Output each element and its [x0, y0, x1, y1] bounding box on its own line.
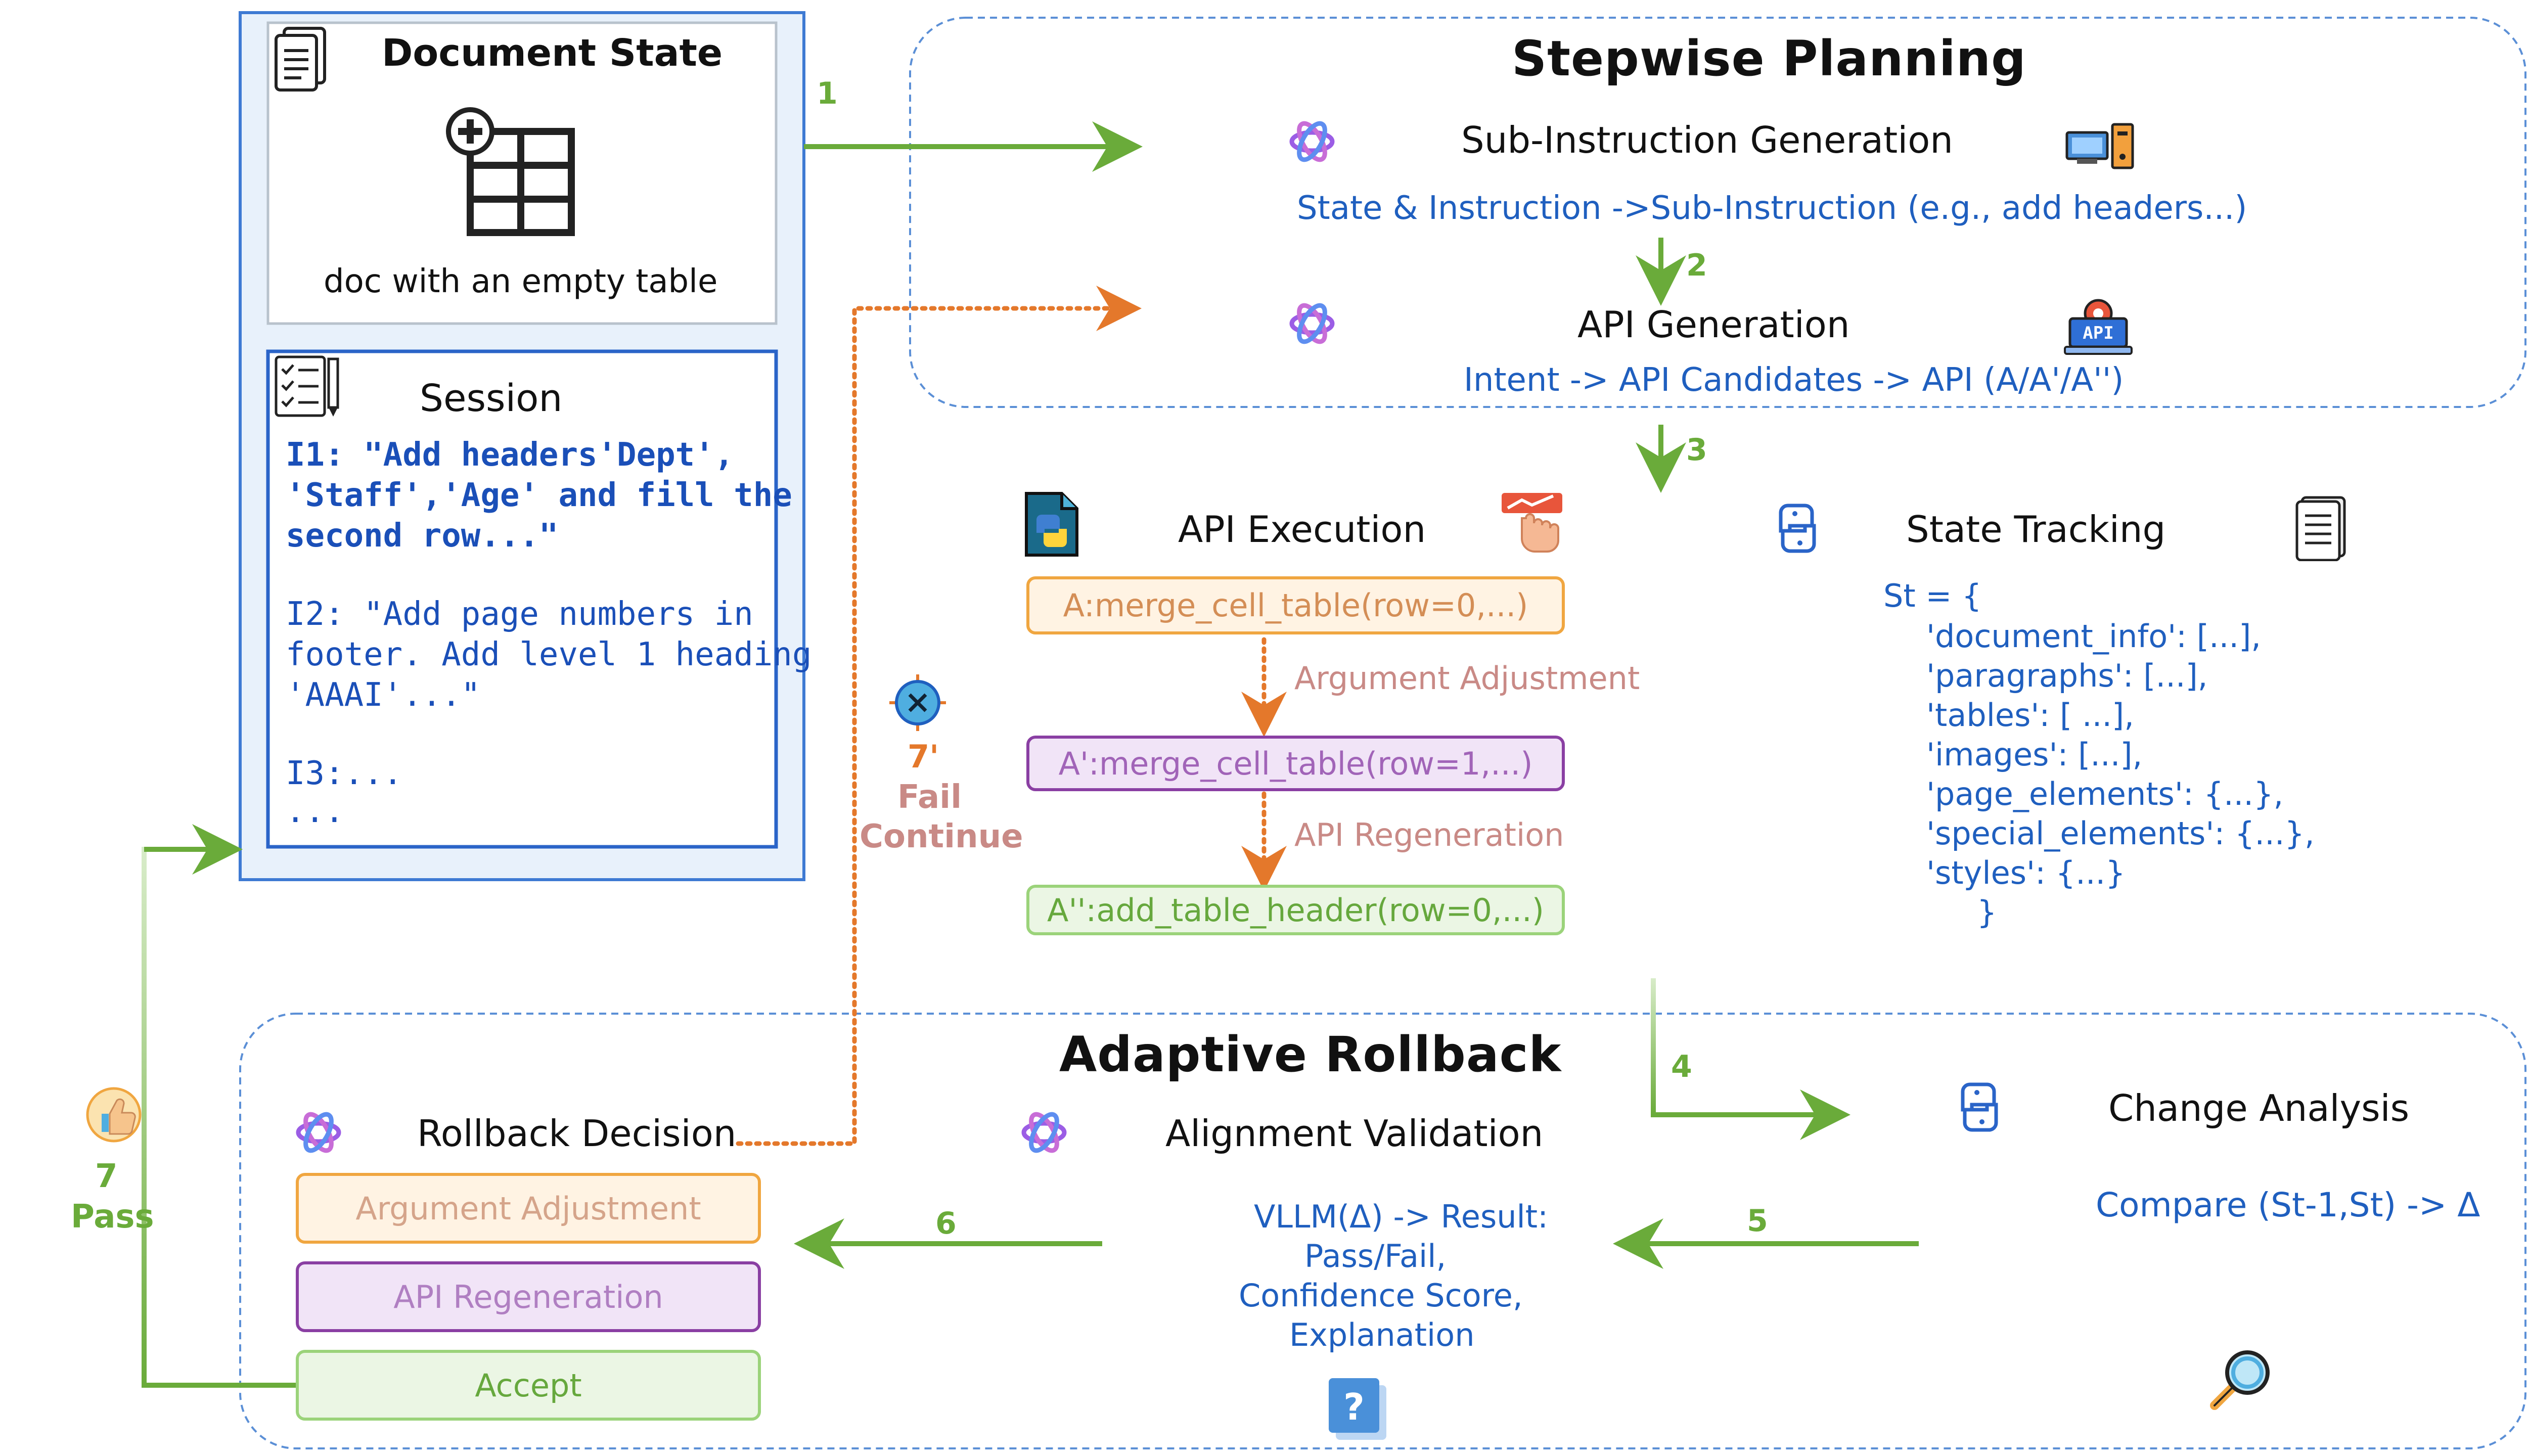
alignment-line-4: Explanation: [1289, 1316, 1475, 1353]
stepwise-planning-panel: [909, 17, 2526, 408]
pass-step-label: 7: [95, 1158, 118, 1195]
document-icon: [273, 26, 329, 92]
touch-chart-icon: [1497, 488, 1567, 559]
svg-text:API: API: [2083, 323, 2113, 343]
openai-logo-icon: [1284, 114, 1340, 169]
sub-instruction-title: Sub-Instruction Generation: [1461, 119, 1953, 161]
state-entry-3: 'tables': [ ...],: [1926, 697, 2134, 734]
alignment-line-2: Pass/Fail,: [1304, 1238, 1447, 1275]
session-line-3: second row...": [286, 517, 559, 555]
alignment-validation-title: Alignment Validation: [1165, 1112, 1544, 1155]
api-generation-title: API Generation: [1577, 303, 1850, 346]
rollback-decision-title: Rollback Decision: [417, 1112, 737, 1155]
api-call-a-double-prime: A'':add_table_header(row=0,...): [1026, 885, 1565, 935]
state-tracking-title: State Tracking: [1906, 508, 2166, 551]
arrow-step-7-fail: [736, 286, 1142, 1146]
checklist-pen-icon: [273, 354, 344, 420]
state-entry-5: 'page_elements': {...},: [1926, 776, 2284, 812]
pass-label: Pass: [71, 1198, 154, 1236]
state-entry-1: 'document_info': [...],: [1926, 618, 2261, 655]
state-head: St = {: [1883, 576, 1981, 616]
openai-logo-icon-3: [291, 1105, 346, 1160]
change-analysis-title: Change Analysis: [2108, 1087, 2410, 1129]
session-line-6: 'AAAI'...": [286, 676, 481, 714]
openai-logo-icon-4: [1016, 1105, 1072, 1160]
state-entry-6: 'special_elements': {...},: [1926, 815, 2315, 852]
session-line-7: I3:...: [286, 755, 403, 792]
api-regeneration-label: API Regeneration: [1294, 816, 1564, 853]
adaptive-rollback-title: Adaptive Rollback: [1059, 1026, 1562, 1083]
session-line-5: footer. Add level 1 heading: [286, 636, 812, 673]
step-2-label: 2: [1686, 248, 1707, 283]
notes-icon: [2293, 495, 2349, 562]
session-title: Session: [420, 377, 563, 420]
document-state-caption: doc with an empty table: [324, 263, 718, 300]
python-file-icon: [1021, 490, 1082, 559]
state-entry-4: 'images': [...],: [1926, 736, 2143, 773]
alignment-line-1: VLLM(Δ) -> Result:: [1254, 1198, 1548, 1235]
api-execution-title: API Execution: [1178, 508, 1426, 551]
svg-text:?: ?: [1343, 1386, 1365, 1428]
step-4-label: 4: [1671, 1049, 1692, 1084]
state-entry-2: 'paragraphs': [...],: [1926, 657, 2208, 694]
step-1-label: 1: [817, 76, 838, 111]
document-state-title: Document State: [382, 31, 723, 75]
alignment-line-3: Confidence Score,: [1239, 1277, 1523, 1314]
state-head-text: St = {: [1883, 577, 1982, 614]
continue-label: Continue: [860, 818, 1023, 855]
api-call-a-prime: A':merge_cell_table(row=1,...): [1026, 736, 1565, 791]
argument-adjustment-label: Argument Adjustment: [1294, 660, 1640, 697]
python-logo-icon: [1770, 500, 1825, 556]
thumbs-up-icon: [83, 1084, 144, 1145]
fail-label: Fail: [897, 779, 962, 816]
session-line-4: I2: "Add page numbers in: [286, 596, 753, 633]
magnifier-icon: [2199, 1345, 2275, 1421]
openai-logo-icon-2: [1284, 296, 1340, 351]
api-gear-icon: API: [2063, 298, 2134, 359]
arrow-step-4: [1651, 978, 1840, 1117]
computer-tower-icon: [2063, 121, 2139, 172]
state-close: }: [1977, 894, 1997, 931]
fail-x-icon: [887, 672, 948, 733]
option-accept: Accept: [296, 1350, 761, 1421]
option-api-regeneration: API Regeneration: [296, 1261, 761, 1332]
sub-instruction-text: State & Instruction ->Sub-Instruction (e…: [1297, 190, 2247, 227]
stepwise-planning-title: Stepwise Planning: [1512, 30, 2026, 87]
add-table-icon: [440, 106, 581, 243]
option-argument-adjustment: Argument Adjustment: [296, 1173, 761, 1244]
step-6-label: 6: [935, 1206, 957, 1241]
step-5-label: 5: [1747, 1203, 1768, 1239]
api-generation-text: Intent -> API Candidates -> API (A/A'/A'…: [1464, 361, 2124, 399]
python-logo-icon-2: [1952, 1079, 2007, 1135]
session-line-8: ...: [286, 793, 344, 830]
api-call-a: A:merge_cell_table(row=0,...): [1026, 576, 1565, 634]
arrow-step-7-pass: [142, 847, 296, 1388]
session-line-2: 'Staff','Age' and fill the: [286, 477, 792, 514]
session-line-1: I1: "Add headers'Dept',: [286, 436, 734, 474]
session-card: [266, 349, 778, 849]
change-analysis-text: Compare (St-1,St) -> Δ: [2096, 1186, 2480, 1224]
fail-step-label: 7': [908, 738, 939, 775]
help-question-icon: ?: [1325, 1375, 1390, 1443]
step-3-label: 3: [1686, 432, 1707, 468]
adaptive-rollback-panel: [239, 1013, 2526, 1449]
state-entry-7: 'styles': {...}: [1926, 854, 2126, 891]
